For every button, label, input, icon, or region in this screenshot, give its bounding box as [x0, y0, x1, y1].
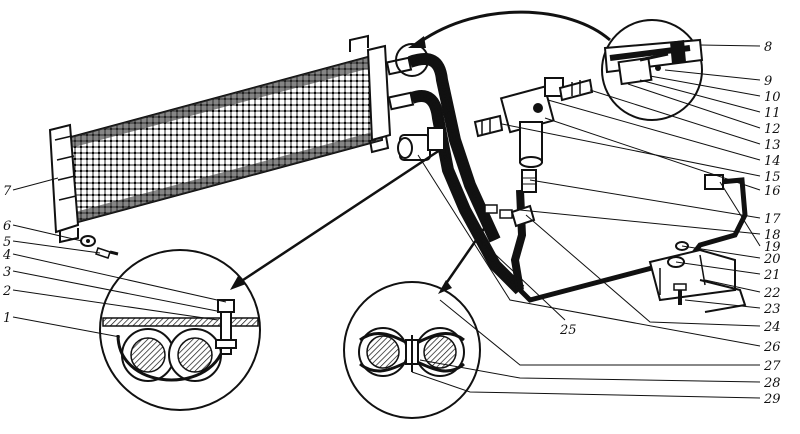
callout-18: 18	[764, 228, 781, 243]
callout-16: 16	[764, 184, 781, 199]
callout-7: 7	[3, 184, 12, 199]
hose-upper	[408, 53, 501, 243]
callout-20: 20	[763, 252, 781, 267]
thermostat-housing	[397, 127, 445, 161]
hose-clamp	[484, 204, 498, 214]
hose-lower	[409, 90, 525, 295]
detail-arrow	[419, 10, 611, 44]
callout-12: 12	[764, 122, 781, 137]
callout-2: 2	[2, 284, 11, 299]
callout-11: 11	[764, 106, 781, 121]
callout-25: 25	[559, 323, 577, 338]
tube-fitting-upper	[521, 169, 537, 193]
tube-fitting-elbow	[510, 204, 536, 228]
support-bracket	[648, 241, 747, 313]
callout-26: 26	[763, 340, 781, 355]
callout-5: 5	[3, 235, 11, 250]
callout-19: 19	[764, 240, 781, 255]
leader-arrow-left	[239, 148, 441, 284]
callout-14: 14	[764, 154, 781, 169]
callout-21: 21	[763, 268, 781, 283]
mounting-bolt	[95, 247, 119, 259]
radiator-core	[48, 34, 415, 244]
detail-circle-clamp-center	[343, 281, 481, 419]
callout-labels: 1 2 3 4 5 6 7 8 9 10 11 12 13 14 15 16 1…	[2, 40, 781, 407]
leader-lines	[12, 44, 761, 399]
callout-28: 28	[763, 376, 781, 391]
callout-15: 15	[764, 170, 781, 185]
callout-3: 3	[3, 265, 11, 280]
mounting-nut	[80, 235, 96, 247]
callout-6: 6	[3, 219, 11, 234]
callout-17: 17	[764, 212, 781, 227]
callout-10: 10	[764, 90, 781, 105]
hose-clamp	[499, 209, 513, 219]
callout-23: 23	[763, 302, 781, 317]
callout-13: 13	[764, 138, 781, 153]
callout-24: 24	[763, 320, 781, 335]
callout-22: 22	[763, 286, 781, 301]
callout-27: 27	[763, 359, 781, 374]
detail-circle-clamp-left	[99, 249, 261, 411]
callout-1: 1	[3, 311, 11, 326]
union-nut	[473, 114, 504, 138]
callout-8: 8	[764, 40, 772, 55]
callout-29: 29	[763, 392, 781, 407]
detail-circle-fitting	[601, 19, 704, 121]
oil-valve-tee	[499, 77, 594, 168]
leader-arrow-center	[443, 219, 492, 286]
callout-4: 4	[2, 248, 11, 263]
detail-target-circle	[395, 43, 429, 77]
callout-9: 9	[764, 74, 772, 89]
